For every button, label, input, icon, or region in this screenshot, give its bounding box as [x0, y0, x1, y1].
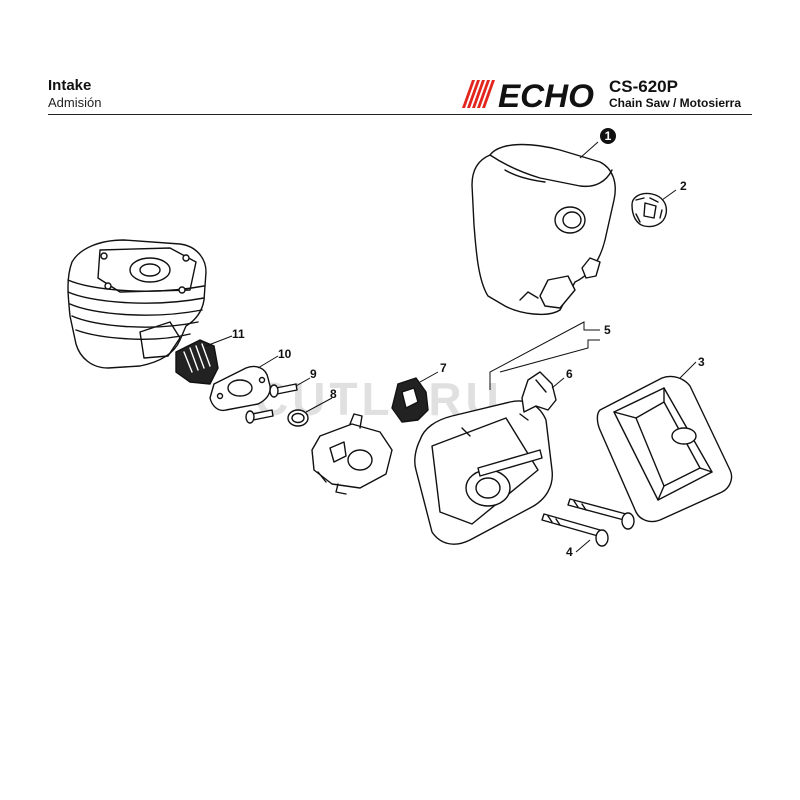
part-3-air-filter — [596, 375, 733, 523]
part-8-o-ring — [287, 409, 309, 427]
part-5-filter-base — [414, 400, 553, 545]
leader-lines — [205, 141, 697, 553]
parts-diagram: CUTLERU — [67, 128, 733, 559]
product-name: Chain Saw / Motosierra — [609, 96, 742, 110]
callout-2: 2 — [680, 179, 687, 193]
callout-9: 9 — [310, 367, 317, 381]
part-2-knob — [631, 192, 668, 228]
callout-7: 7 — [440, 361, 447, 375]
callout-11: 11 — [232, 327, 245, 341]
logo-stripes — [462, 80, 495, 108]
page-title: Intake — [48, 77, 92, 94]
page-subtitle: Admisión — [48, 95, 102, 110]
header-divider — [48, 114, 752, 115]
callout-8: 8 — [330, 387, 337, 401]
part-6-bracket — [521, 371, 557, 413]
part-7-intake-boot — [391, 377, 429, 423]
callout-6: 6 — [566, 367, 573, 381]
svg-text:1: 1 — [605, 129, 612, 143]
part-10-insulator — [209, 365, 271, 412]
callout-4: 4 — [566, 545, 573, 559]
callout-3: 3 — [698, 355, 705, 369]
callout-5: 5 — [604, 323, 611, 337]
callout-10: 10 — [278, 347, 292, 361]
cylinder — [67, 239, 207, 369]
model-number: CS-620P — [609, 77, 678, 96]
callout-1: 1 — [600, 128, 616, 144]
echo-logo: ECHO — [462, 78, 594, 112]
part-11-intake-pipe — [175, 339, 219, 385]
brand-wordmark: ECHO — [498, 78, 594, 112]
page-header: Intake Admisión ECHO CS-620P Chain Saw /… — [0, 0, 800, 120]
part-8-carburetor — [311, 413, 393, 495]
part-1-filter-cover — [471, 143, 616, 316]
part-4-bolts — [541, 498, 635, 547]
